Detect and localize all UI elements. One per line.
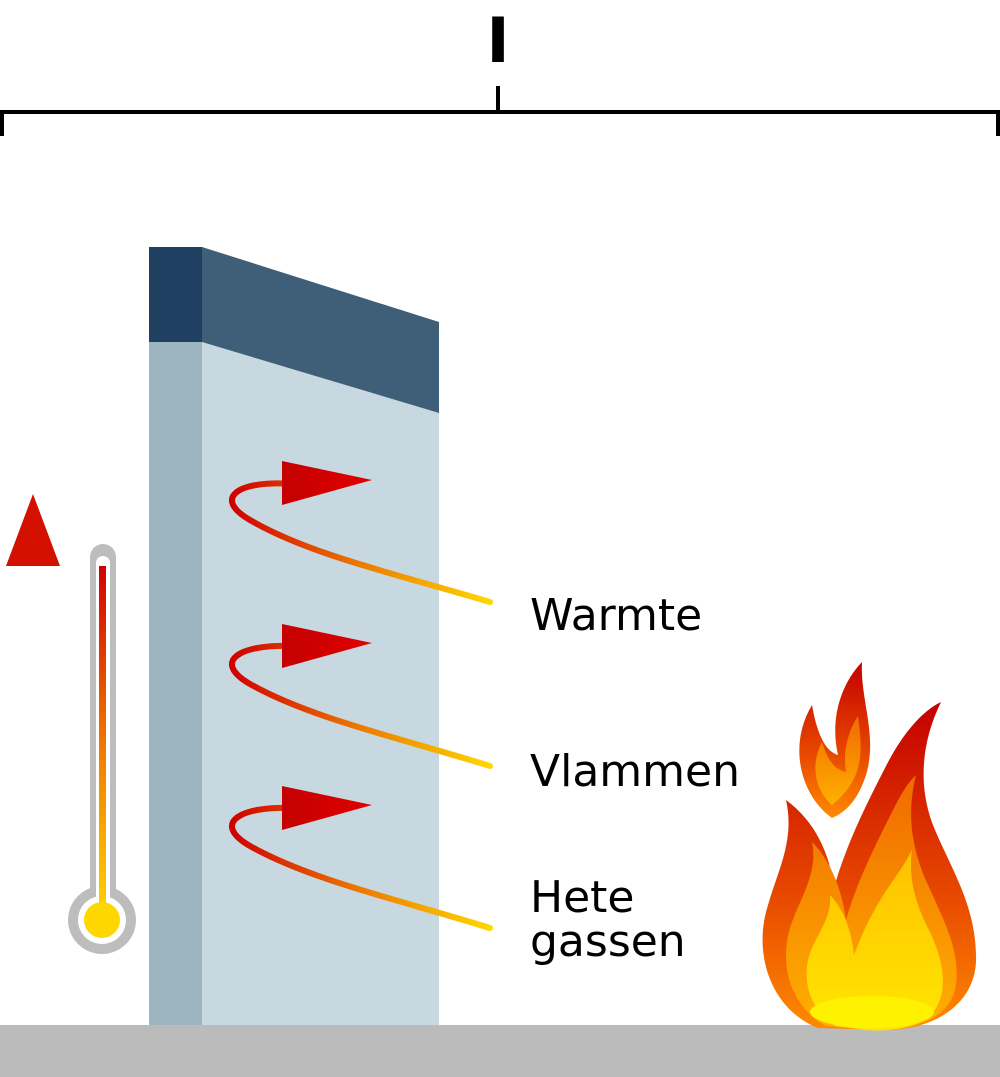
fire-icon xyxy=(762,662,977,1031)
hete-gassen-arrow xyxy=(229,786,493,931)
vlammen-arrow xyxy=(229,624,493,769)
span-bracket xyxy=(0,86,1000,136)
warmte-arrow xyxy=(229,461,493,605)
warmte-label: Warmte xyxy=(530,590,702,641)
up-arrow-icon xyxy=(6,494,60,896)
thermometer-icon xyxy=(68,544,136,954)
vlammen-label: Vlammen xyxy=(530,746,740,797)
floor xyxy=(0,1025,1000,1077)
heading-label: I xyxy=(486,4,509,77)
hete-gassen-label-line2: gassen xyxy=(530,916,686,967)
hete-gassen-label-line1: Hete xyxy=(530,872,634,923)
